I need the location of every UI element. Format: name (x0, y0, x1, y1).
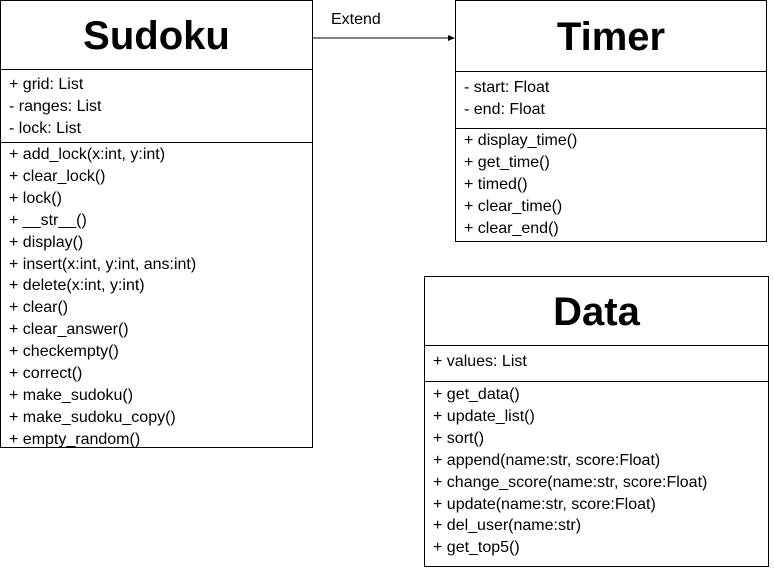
attribute-item: + grid: List (9, 76, 84, 93)
attribute-item: - start: Float (464, 79, 550, 96)
attributes-section: + values: List (425, 346, 768, 382)
method-item: + display() (9, 233, 84, 251)
method-item: + correct() (9, 365, 83, 383)
method-item: + display_time() (464, 132, 578, 149)
method-item: + change_score(name:str, score:Float) (433, 473, 708, 491)
attribute-item: - lock: List (9, 119, 82, 137)
extend-arrow-head (448, 35, 455, 41)
class-box-timer[interactable]: Timer - start: Float - end: Float + displ… (455, 0, 767, 242)
method-item: + append(name:str, score:Float) (433, 451, 661, 469)
class-box-data[interactable]: Data + values: List + get_data() + update… (424, 276, 769, 567)
attributes-section: - start: Float - end: Float (456, 72, 766, 129)
method-item: + make_sudoku_copy() (9, 408, 176, 426)
method-item: + update(name:str, score:Float) (433, 495, 656, 513)
method-item: + lock() (9, 189, 62, 207)
method-item: + update_list() (433, 407, 535, 425)
method-item: + empty_random() (9, 430, 141, 448)
attribute-item: - ranges: List (9, 97, 102, 115)
attribute-item: - end: Float (464, 100, 545, 118)
method-item: + del_user(name:str) (433, 517, 582, 535)
method-item: + clear_lock() (9, 167, 106, 185)
methods-section: + get_data() + update_list() + sort() + app… (425, 382, 768, 559)
methods-section: + add_lock(x:int, y:int) + clear_lock() + … (1, 143, 312, 451)
method-item: + add_lock(x:int, y:int) (9, 146, 166, 163)
method-item: + get_data() (433, 386, 520, 403)
method-item: + clear_answer() (9, 321, 129, 339)
method-item: + get_time() (464, 153, 550, 171)
class-box-sudoku[interactable]: Sudoku + grid: List - ranges: List - lock:… (0, 0, 313, 448)
method-item: + __str__() (9, 211, 87, 229)
method-item: + delete(x:int, y:int) (9, 277, 145, 295)
method-item: + insert(x:int, y:int, ans:int) (9, 255, 197, 273)
attribute-item: + values: List (433, 353, 527, 370)
class-name-timer: Timer (456, 1, 766, 72)
method-item: + timed() (464, 175, 528, 193)
methods-section: + display_time() + get_time() + timed() + c… (456, 129, 766, 240)
method-item: + clear_time() (464, 197, 563, 215)
method-item: + checkempty() (9, 343, 119, 361)
method-item: + get_top5() (433, 539, 520, 557)
class-name-sudoku: Sudoku (1, 1, 312, 70)
method-item: + sort() (433, 429, 485, 447)
extend-label: Extend (331, 11, 381, 28)
method-item: + make_sudoku() (9, 386, 134, 404)
method-item: + clear() (9, 299, 69, 317)
class-name-data: Data (425, 277, 768, 346)
attributes-section: + grid: List - ranges: List - lock: List (1, 70, 312, 143)
method-item: + clear_end() (464, 219, 559, 237)
